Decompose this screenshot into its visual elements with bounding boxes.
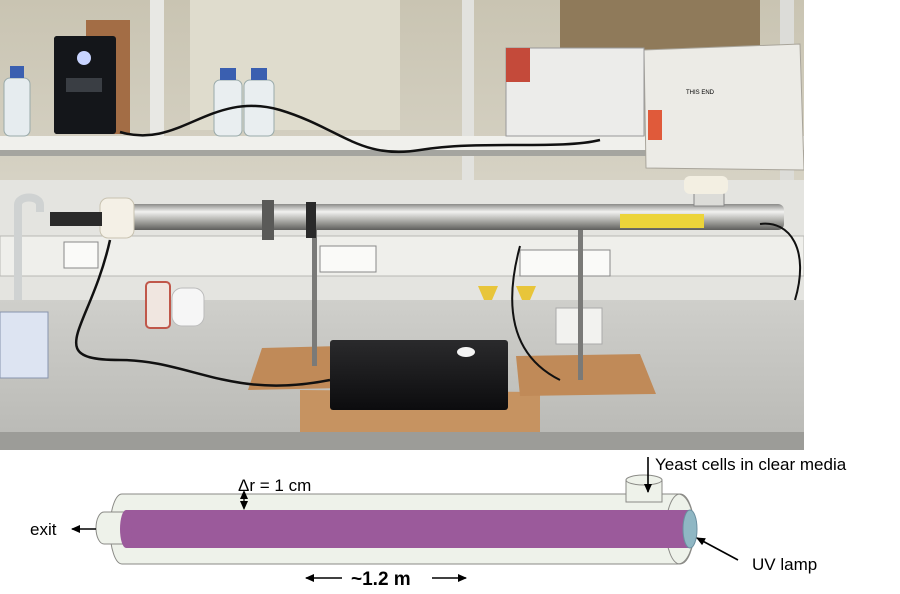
exit-fitting (50, 212, 102, 226)
wood-base (516, 354, 656, 396)
lamp-label: UV lamp (752, 555, 817, 574)
upper-shelf (0, 136, 804, 152)
inlet-label: Yeast cells in clear media (655, 455, 847, 474)
stand-rod (578, 210, 583, 380)
tissue-box (0, 311, 49, 379)
bench-cable (75, 239, 331, 387)
tube-clamp (306, 202, 316, 238)
tape-roll (171, 287, 205, 327)
ballast-box (330, 340, 508, 410)
lab-photo: THIS END (0, 0, 804, 450)
bottle-cap (10, 66, 24, 78)
exit-nozzle (95, 511, 127, 545)
bottle-cap (251, 68, 267, 80)
lamp-cable (759, 222, 801, 301)
trunking (0, 235, 804, 277)
power-socket (319, 245, 377, 273)
bottle-cap (220, 68, 236, 80)
power-socket (63, 241, 99, 269)
tube-end-cap (99, 197, 135, 239)
uv-lamp-end (682, 509, 698, 549)
box-warning-label (648, 110, 662, 140)
bench-cable (511, 245, 561, 381)
water-tap (14, 193, 44, 300)
box-label: THIS END (686, 90, 715, 96)
yellow-clamp (516, 286, 536, 300)
stand-rod (312, 216, 317, 366)
ballast-indicator (457, 347, 475, 357)
bottle (3, 77, 31, 137)
lamp-arrow (696, 537, 739, 561)
uv-lamp-start (120, 510, 132, 548)
warning-label (620, 214, 704, 228)
controller-display (66, 78, 102, 92)
shelf-upright (150, 0, 164, 150)
tube-clamp (262, 200, 274, 240)
exit-label: exit (30, 520, 57, 539)
power-socket (519, 249, 611, 277)
shelf-instrument-panel (506, 48, 530, 82)
cardboard-box (643, 43, 804, 171)
power-cable (119, 104, 601, 154)
wash-bottle (145, 281, 171, 329)
length-label: ~1.2 m (351, 569, 411, 590)
inlet-port-top (625, 474, 663, 486)
inlet-cap (684, 176, 728, 194)
yellow-clamp (478, 286, 498, 300)
gap-label: Δr = 1 cm (238, 476, 311, 495)
uv-lamp (126, 510, 690, 548)
bench-edge (0, 432, 804, 450)
reactor-schematic: Δr = 1 cm Yeast cells in clear media exi… (30, 455, 847, 590)
wood-base (248, 346, 342, 390)
controller-light (77, 51, 91, 65)
